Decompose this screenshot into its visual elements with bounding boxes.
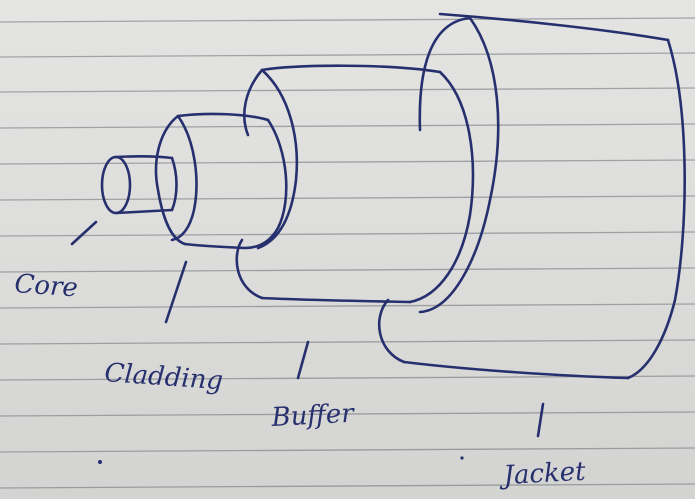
label-jacket: Jacket bbox=[498, 457, 587, 492]
pen-dot bbox=[460, 456, 463, 459]
labels: Core Cladding Buffer Jacket bbox=[14, 269, 587, 491]
label-core: Core bbox=[14, 269, 79, 303]
core-layer bbox=[102, 156, 177, 213]
buffer-leader bbox=[298, 342, 308, 378]
core-leader bbox=[72, 222, 96, 244]
label-cladding: Cladding bbox=[104, 358, 225, 396]
pen-dot bbox=[98, 460, 102, 464]
jacket-leader bbox=[538, 404, 543, 436]
buffer-layer bbox=[237, 66, 473, 302]
label-buffer: Buffer bbox=[270, 399, 356, 433]
